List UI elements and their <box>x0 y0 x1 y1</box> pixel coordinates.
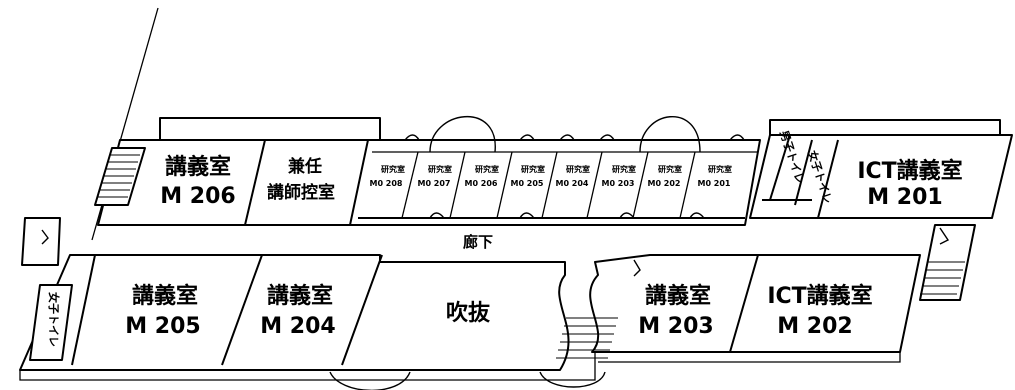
ict-201-label: ICT講義室 <box>857 158 962 184</box>
upper-roof-edge <box>159 117 381 141</box>
lab-207-label: 研究室 <box>428 164 452 174</box>
room-m204-number: M 204 <box>260 314 335 339</box>
room-kennin-label-2: 講師控室 <box>267 182 335 203</box>
room-m206-number: M 206 <box>160 184 235 209</box>
lab-203-number: M0 203 <box>601 179 634 188</box>
left-entrance <box>21 217 61 266</box>
door-bump-bottom-left <box>329 371 411 390</box>
room-m205-number: M 205 <box>125 314 200 339</box>
lab-203-label: 研究室 <box>612 164 636 174</box>
lab-207-number: M0 207 <box>417 179 450 188</box>
womens-toilet-lower-label: 女子トイレ <box>47 292 61 347</box>
room-m203-label: 講義室 <box>645 283 711 309</box>
stair-right <box>919 224 976 301</box>
lab-204-number: M0 204 <box>555 179 588 188</box>
door-bump-bottom-right <box>539 371 606 388</box>
lab-204-label: 研究室 <box>566 164 590 174</box>
room-m205-label: 講義室 <box>132 283 198 309</box>
lower-block <box>19 254 921 390</box>
lab-205-label: 研究室 <box>521 164 545 174</box>
ict-202-number: M 202 <box>777 314 852 339</box>
lab-208-label: 研究室 <box>381 164 405 174</box>
lab-206-label: 研究室 <box>475 164 499 174</box>
room-m203-number: M 203 <box>638 314 713 339</box>
room-m204-label: 講義室 <box>267 283 333 309</box>
toilet-lower-left-box <box>29 284 73 361</box>
lab-202-label: 研究室 <box>658 164 682 174</box>
lab-201-label: 研究室 <box>708 164 732 174</box>
corridor-label: 廊下 <box>463 233 493 251</box>
lab-206-number: M0 206 <box>464 179 497 188</box>
upper-block <box>94 115 1013 226</box>
lab-202-number: M0 202 <box>647 179 680 188</box>
ict-wing-outline <box>749 134 1013 219</box>
wall-kennin-lab <box>349 139 369 226</box>
room-kennin-label: 兼任 <box>288 156 322 177</box>
ict-201-number: M 201 <box>867 185 942 210</box>
ict-wing-roof <box>769 119 1001 136</box>
atrium-label: 吹抜 <box>446 300 491 326</box>
stair-lower-center <box>556 317 618 359</box>
ict-202-label: ICT講義室 <box>767 283 872 309</box>
lab-208-number: M0 208 <box>369 179 402 188</box>
wall-m206-kennin <box>244 139 266 226</box>
room-m206-label: 講義室 <box>165 154 231 180</box>
lower-left-wing <box>19 254 570 371</box>
lab-205-number: M0 205 <box>510 179 543 188</box>
door-bump-left <box>429 115 496 153</box>
door-bump-right <box>639 115 701 153</box>
stair-upper-left <box>94 147 146 206</box>
lab-201-number: M0 201 <box>697 179 730 188</box>
